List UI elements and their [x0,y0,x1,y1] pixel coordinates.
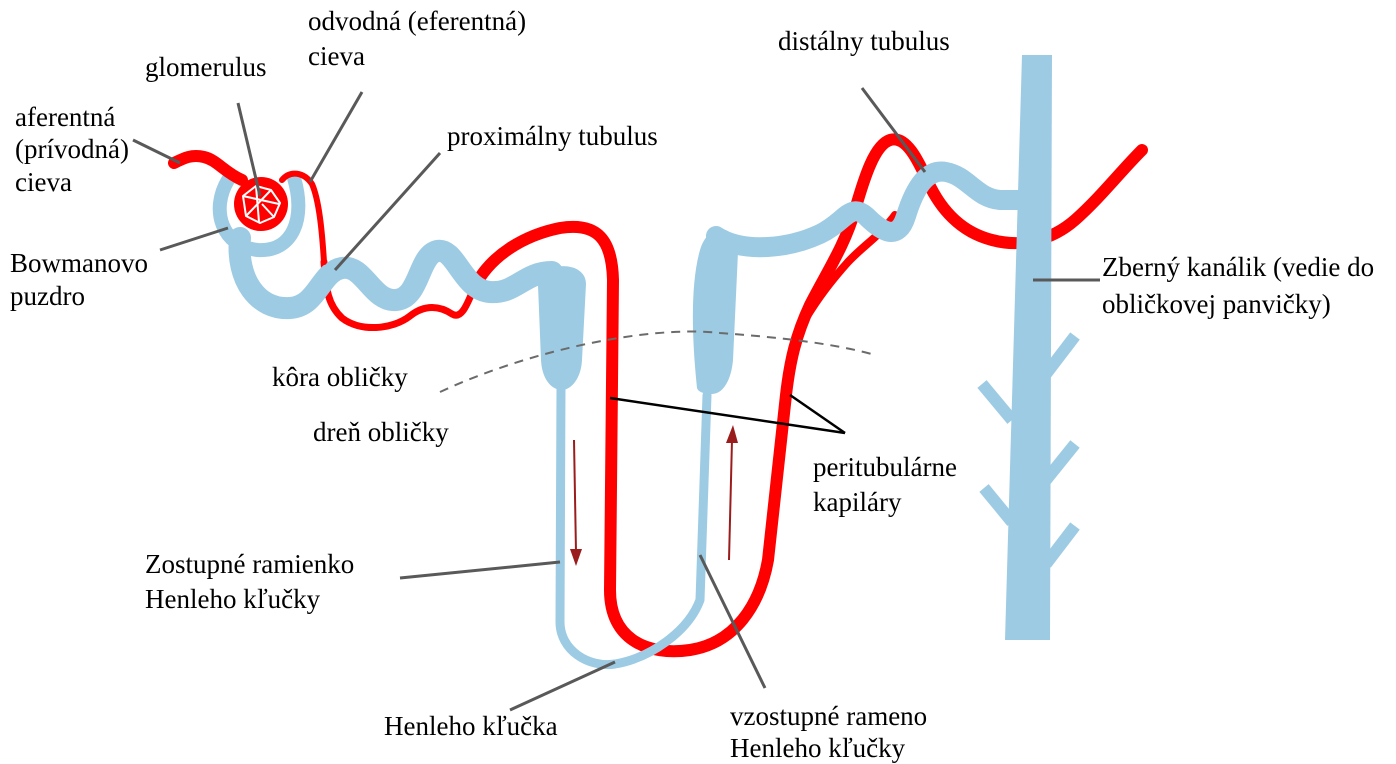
label-line: Bowmanovo [10,248,148,278]
descending-flow-arrow-head [570,549,582,566]
ascending-flow-arrow-head [726,425,738,443]
loop-of-henle-label: Henleho kľučka [384,711,558,741]
label-line: Zostupné ramienko [145,549,354,579]
distal-tubule-label: distálny tubulus [778,26,950,56]
label-line: Henleho kľučky [145,584,321,614]
label-line: Zberný kanálik (vedie do [1102,252,1374,282]
medulla-label: dreň obličky [313,417,449,447]
capillary-pointers [610,395,845,433]
duct-branch [984,488,1012,522]
efferent-vessel-leader [310,92,362,182]
loop-of-henle [560,385,707,665]
label-line: Henleho kľučky [730,733,906,763]
efferent-vessel-label: odvodná (eferentná) cieva [308,6,526,71]
descending-limb-leader [400,562,560,578]
descending-flow-arrow-shaft [574,440,576,552]
ascending-limb-leader [700,555,765,688]
bowman-capsule-label: Bowmanovo puzdro [10,248,148,311]
collecting-duct [1005,55,1052,640]
proximal-tubule-label: proximálny tubulus [447,121,658,151]
label-line: cieva [15,167,72,197]
collecting-duct-label: Zberný kanálik (vedie do obličkovej panv… [1102,252,1374,319]
label-line: (prívodná) [15,134,129,164]
afferent-vessel-label: aferentná (prívodná) cieva [15,102,129,197]
label-line: kapiláry [813,487,902,517]
label-line: odvodná (eferentná) [308,6,526,36]
pointer-line [610,398,845,433]
afferent-vessel-leader [133,140,180,163]
cortex-medulla-boundary [440,332,875,392]
label-line: puzdro [10,281,85,311]
label-line: aferentná [15,102,115,132]
label-line: obličkovej panvičky) [1102,289,1331,319]
flow-arrow-heads [570,425,738,566]
label-line: vzostupné rameno [730,701,927,731]
glomerulus-label: glomerulus [145,52,267,82]
label-line: cieva [308,41,365,71]
descending-limb-label: Zostupné ramienko Henleho kľučky [145,549,354,614]
peritubular-capillaries-label: peritubulárne kapiláry [813,452,957,517]
loop-of-henle-leader [510,662,615,710]
proximal-tubule-end-segment [538,266,586,390]
bowman-capsule-leader [160,228,228,250]
thick-ascending-limb [693,229,738,394]
cortex-label: kôra obličky [272,362,408,392]
afferent-vessel [174,156,242,180]
duct-branch [982,384,1012,420]
ascending-limb-label: vzostupné rameno Henleho kľučky [730,701,927,763]
ascending-flow-arrow-shaft [729,440,732,560]
label-line: peritubulárne [813,452,957,482]
